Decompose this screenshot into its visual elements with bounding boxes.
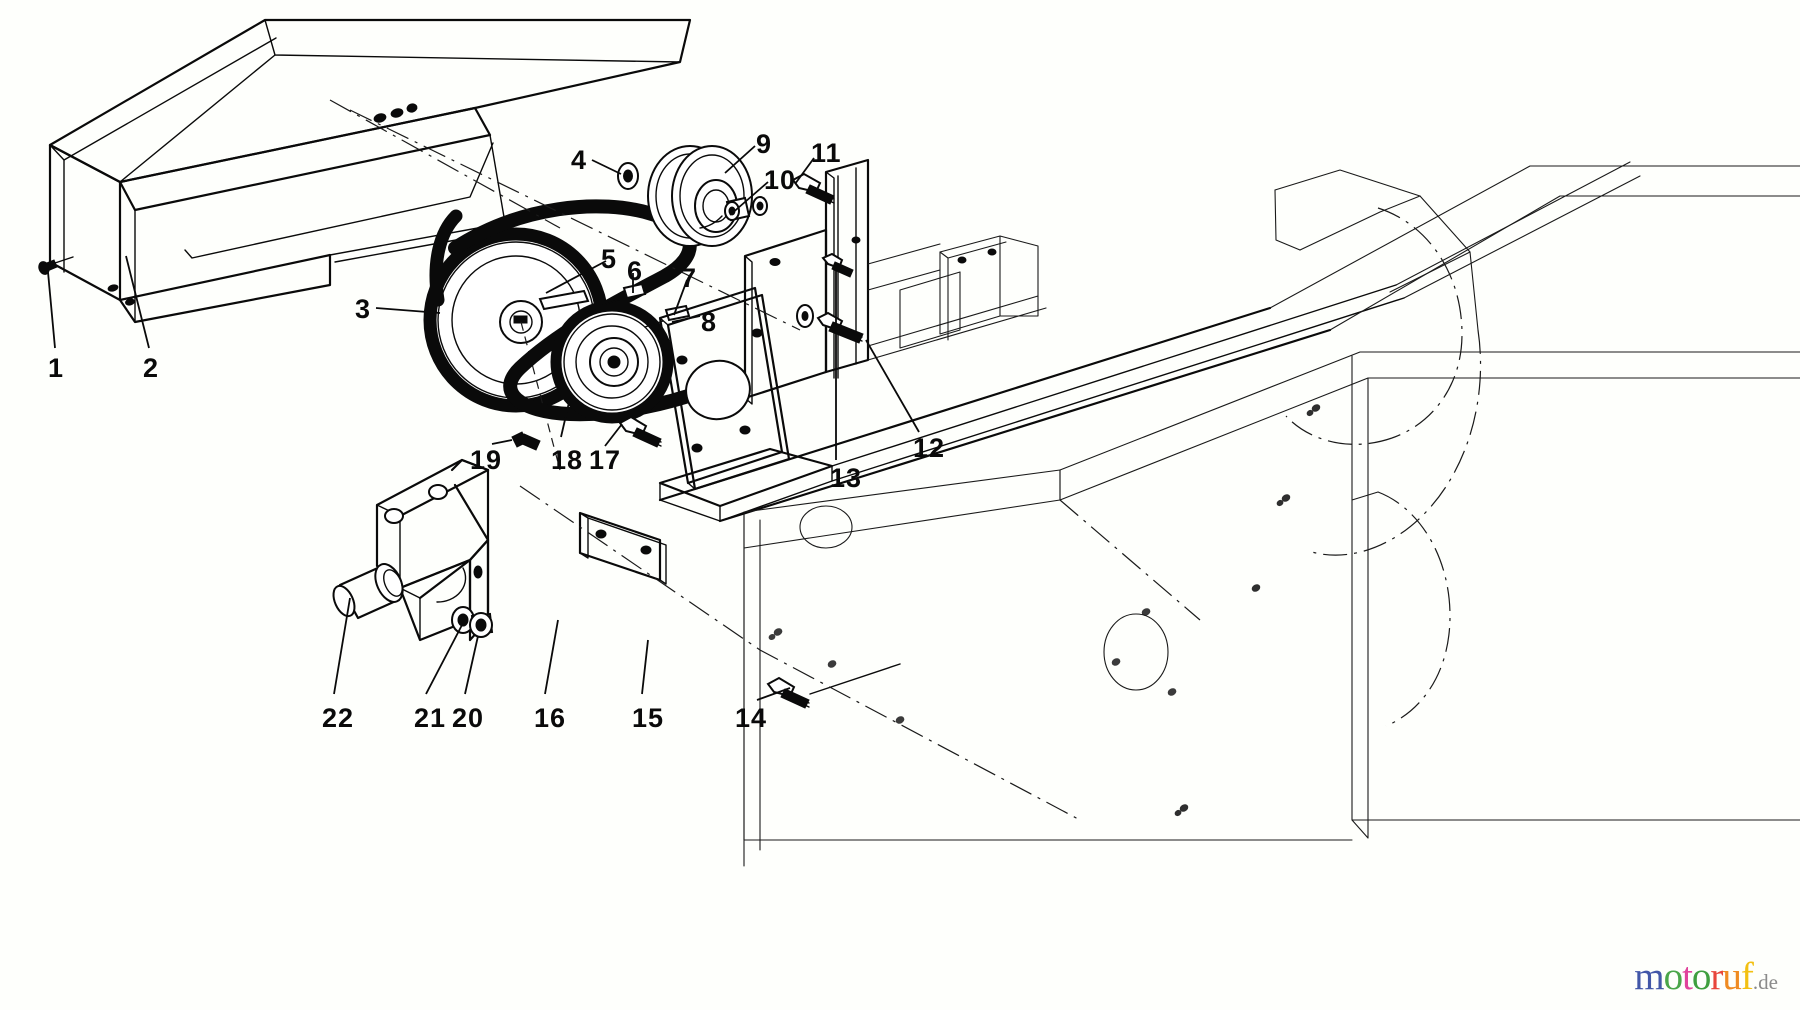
wm-letter-o2: o [1691,955,1711,998]
bracket-plate-assembly [578,158,1405,585]
nut-21 [451,606,475,634]
leader-line-18 [560,397,571,438]
leader-line-4 [591,159,622,175]
leader-line-20 [464,635,479,695]
callout-number-21: 21 [414,703,447,733]
leader-line-22 [333,597,351,695]
callout-number-9: 9 [756,129,773,159]
callout-number-12: 12 [913,433,946,463]
motoruf-de-watermark: motoruf.de [1634,957,1778,996]
wm-letter-t: t [1682,955,1693,998]
key-6 [599,282,647,307]
washer-20 [469,612,494,638]
leader-line-7 [673,279,688,316]
bolt-17 [618,415,662,448]
leader-line-10 [729,181,769,216]
leader-line-5 [545,260,607,294]
leader-line-1 [47,271,56,349]
leader-line-16 [544,619,559,695]
callout-number-7: 7 [681,263,698,293]
callout-leader-lines [47,145,920,701]
wm-letter-m: m [1634,955,1664,998]
callout-number-10: 10 [764,165,797,195]
callout-number-16: 16 [534,703,567,733]
callout-number-14: 14 [735,703,768,733]
callout-number-17: 17 [589,445,622,475]
leader-line-2 [125,255,150,349]
wm-letter-r: r [1710,955,1723,998]
bolt-14 [766,663,901,709]
callout-number-2: 2 [143,353,160,383]
callout-number-1: 1 [48,353,65,383]
bearing-housing-assembly [332,431,541,642]
callout-number-18: 18 [551,445,584,475]
bolt-19 [511,431,541,451]
bolt-small-upper [821,252,854,278]
nut-right [752,196,768,216]
callout-number-8: 8 [701,307,718,337]
wm-letter-u: u [1722,955,1741,998]
pulley-key [538,289,590,311]
leader-line-17 [604,423,623,447]
callout-number-5: 5 [601,244,618,274]
leader-line-19 [491,439,513,445]
washer-4 [617,162,639,190]
callout-number-3: 3 [355,294,372,324]
leader-line-11 [794,157,815,185]
leader-line-12 [865,339,920,433]
callout-number-6: 6 [627,256,644,286]
callout-number-22: 22 [322,703,355,733]
wm-suffix-de: .de [1752,970,1778,994]
callout-number-15: 15 [632,703,665,733]
leader-line-9 [724,145,756,174]
callout-number-20: 20 [452,703,485,733]
wm-letter-o1: o [1663,955,1683,998]
wm-letter-f: f [1740,955,1754,998]
callout-number-19: 19 [470,445,503,475]
leader-line-21 [425,624,463,695]
leader-line-3 [375,307,441,314]
leader-line-15 [641,639,649,695]
chassis-frame-reference [329,99,1800,867]
callout-number-4: 4 [571,145,588,175]
cover-screw-left [38,256,74,275]
engine-pulley-assembly [647,145,753,247]
callout-number-13: 13 [830,463,863,493]
leader-line-14 [756,687,791,701]
idler-pulley [550,300,674,424]
leader-line-8 [671,315,701,323]
callout-number-11: 11 [811,138,842,168]
